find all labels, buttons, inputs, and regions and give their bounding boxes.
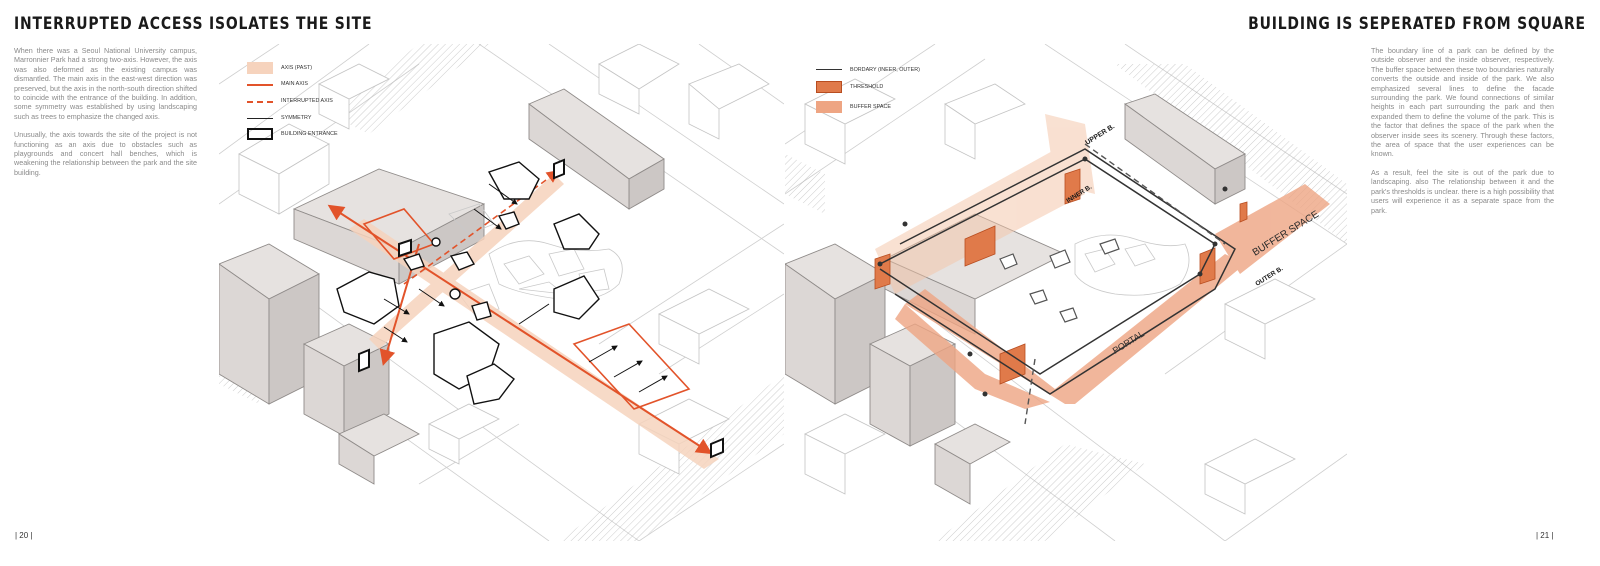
legend-label: SYMMETRY	[281, 115, 312, 121]
legend-swatch-main-axis	[247, 84, 273, 86]
legend-swatch-interrupted-axis	[247, 101, 273, 103]
park-objects	[999, 238, 1120, 323]
legend-label: BORDARY (INEER, OUTER)	[850, 67, 920, 73]
context-buildings	[804, 78, 1316, 515]
legend-item-symmetry: SYMMETRY	[247, 112, 397, 126]
boundary-nodes	[877, 156, 1228, 397]
legend-item-interrupted-axis: INTERRUPTED AXIS	[247, 95, 397, 109]
page-title-right: BUILDING IS SEPERATED FROM SQUARE	[1248, 14, 1586, 34]
buffer-space-translucent	[875, 114, 1095, 294]
park-paving	[1074, 234, 1190, 296]
page-number-right: | 21 |	[1536, 531, 1554, 540]
legend-right: BORDARY (INEER, OUTER) THRESHOLD BUFFER …	[816, 64, 976, 119]
label-upper-boundary: UPPER B.	[1084, 123, 1116, 146]
boundary-diagram: UPPER B. INNER B. BUFFER SPACE OUTER B. …	[785, 44, 1347, 541]
legend-swatch-symmetry	[247, 118, 273, 119]
symmetry-arrows	[383, 183, 668, 393]
legend-swatch-threshold	[816, 81, 842, 93]
boundary-lines	[879, 148, 1236, 395]
legend-swatch-axis-past	[247, 62, 273, 74]
legend-label: THRESHOLD	[850, 84, 884, 90]
legend-swatch-buffer	[816, 101, 842, 113]
legend-item-buffer: BUFFER SPACE	[816, 101, 966, 115]
axis-diagram	[219, 44, 784, 541]
legend-swatch-building-entrance	[247, 128, 273, 140]
page-title-left: INTERRUPTED ACCESS ISOLATES THE SITE	[14, 14, 373, 34]
legend-item-building-entrance: BUILDING ENTRANCE	[247, 128, 397, 142]
legend-label: BUILDING ENTRANCE	[281, 131, 338, 137]
legend-item-main-axis: MAIN AXIS	[247, 78, 397, 92]
legend-label: MAIN AXIS	[281, 81, 308, 87]
interrupted-axis	[403, 170, 560, 285]
paragraph: The boundary line of a park can be defin…	[1371, 46, 1554, 159]
legend-label: INTERRUPTED AXIS	[281, 98, 333, 104]
legend-item-axis-past: AXIS (PAST)	[247, 62, 397, 76]
site-buildings	[219, 88, 665, 485]
boundary-dashes	[1024, 143, 1226, 425]
page-number-left: | 20 |	[15, 531, 33, 540]
paragraph: When there was a Seoul National Universi…	[14, 46, 197, 121]
body-text-left: When there was a Seoul National Universi…	[14, 46, 197, 186]
body-text-right: The boundary line of a park can be defin…	[1371, 46, 1554, 224]
building-entrances	[358, 158, 724, 459]
context-buildings	[238, 44, 770, 475]
legend-label: AXIS (PAST)	[281, 65, 313, 71]
paragraph: As a result, feel the site is out of the…	[1371, 167, 1554, 215]
landscape-elements	[336, 161, 600, 405]
legend-left: AXIS (PAST) MAIN AXIS INTERRUPTED AXIS S…	[247, 62, 407, 142]
legend-item-threshold: THRESHOLD	[816, 81, 966, 95]
legend-label: BUFFER SPACE	[850, 104, 891, 110]
paragraph: Unusually, the axis towards the site of …	[14, 130, 197, 177]
legend-swatch-boundary	[816, 69, 842, 70]
legend-item-boundary: BORDARY (INEER, OUTER)	[816, 64, 966, 78]
